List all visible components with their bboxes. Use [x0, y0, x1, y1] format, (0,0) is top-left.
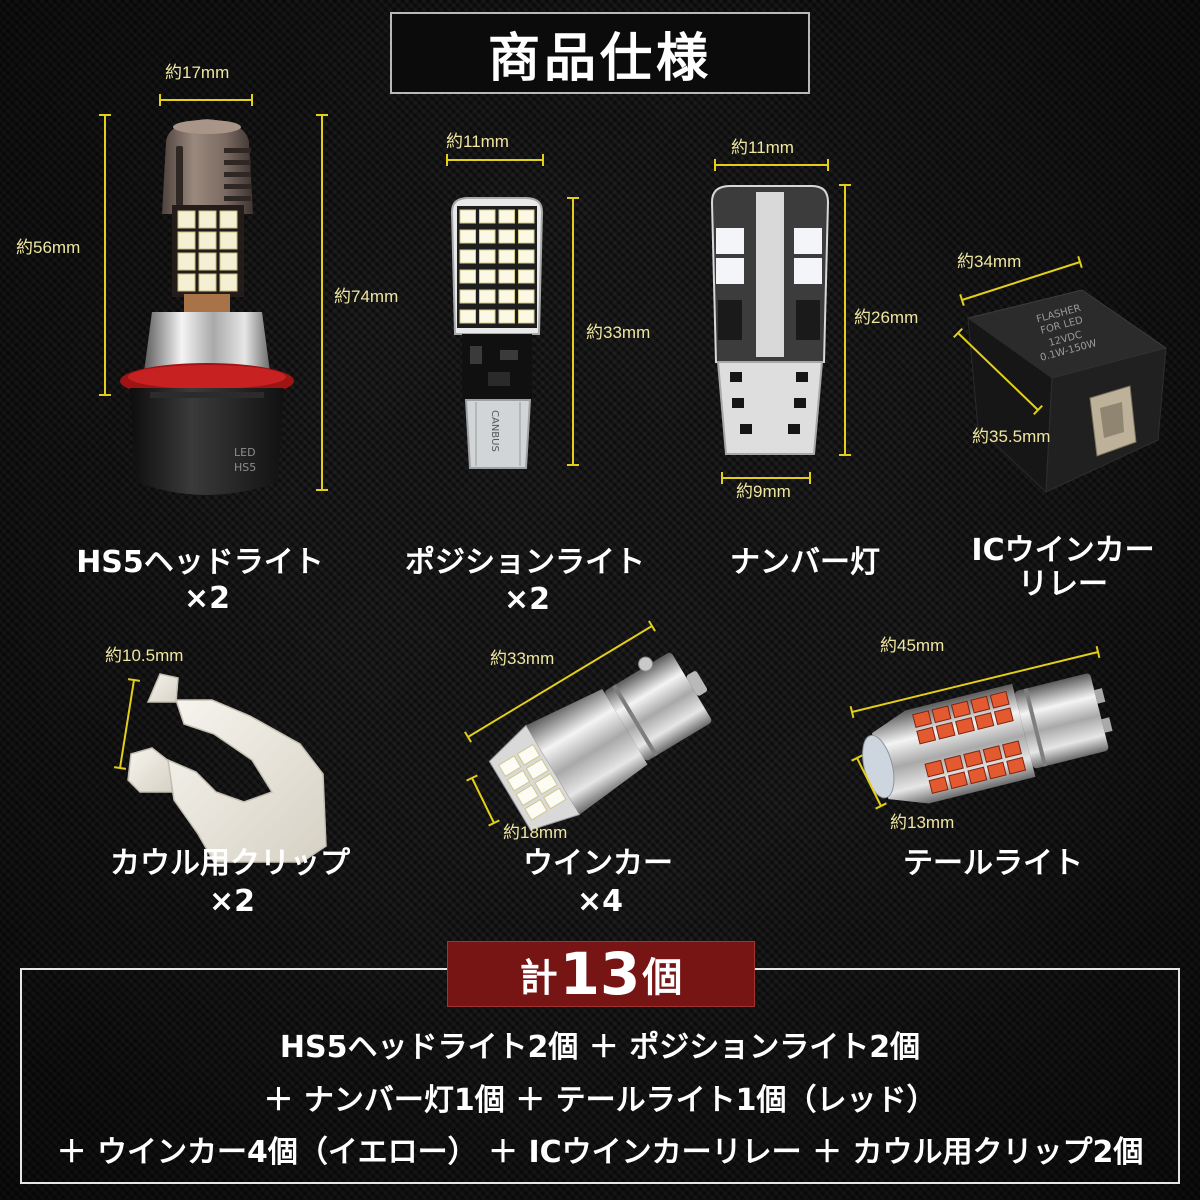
headlight-marking-hs5: HS5: [234, 461, 256, 474]
dim-label-headlight-width: 約17mm: [165, 63, 230, 82]
number-light-image: [710, 185, 830, 455]
dim-label-headlight-body: 約56mm: [16, 238, 81, 257]
position-light-image: CANBUS: [450, 197, 544, 469]
product-name-tail: テールライト: [903, 846, 1083, 881]
dim-label-relay-width: 約34mm: [957, 252, 1022, 271]
tail-light-bulb-image: [862, 673, 1113, 804]
dim-label-number-base: 約9mm: [736, 482, 791, 501]
position-marking-canbus: CANBUS: [489, 410, 500, 452]
dim-line-headlight-total: [316, 114, 328, 491]
product-name-relay-line1: ICウインカー: [971, 533, 1155, 568]
dim-label-winker-diameter: 約18mm: [503, 823, 568, 842]
cowl-clip-image: [127, 673, 327, 863]
dim-label-clip-width: 約10.5mm: [105, 646, 184, 665]
dim-label-tail-diameter: 約13mm: [890, 813, 955, 832]
dim-label-winker-length: 約33mm: [490, 649, 555, 668]
dim-line-headlight-body: [99, 114, 111, 396]
product-qty-winker: ×4: [576, 884, 623, 919]
ic-relay-image: FLASHER FOR LED 12VDC 0.1W-150W: [966, 289, 1168, 494]
product-qty-headlight: ×2: [183, 581, 230, 616]
dim-label-number-height: 約26mm: [854, 308, 919, 327]
product-name-position: ポジションライト: [405, 545, 645, 580]
dim-label-tail-length: 約45mm: [880, 636, 945, 655]
dim-line-tail-diameter: [851, 754, 887, 810]
summary-line-3: ＋ ウインカー4個（イエロー） ＋ ICウインカーリレー ＋ カウル用クリップ2…: [56, 1135, 1144, 1170]
total-unit: 個: [642, 955, 683, 1001]
dim-line-position-height: [567, 197, 579, 466]
dim-line-winker-diameter: [466, 774, 500, 827]
product-name-number: ナンバー灯: [730, 545, 880, 580]
dim-line-tail-length: [849, 645, 1101, 719]
dim-label-number-width: 約11mm: [731, 138, 794, 157]
dim-line-number-height: [839, 184, 851, 456]
dim-label-position-height: 約33mm: [586, 323, 651, 342]
hs5-headlight-image: LED HS5: [120, 119, 294, 495]
dim-line-number-base: [721, 472, 811, 484]
product-qty-position: ×2: [503, 582, 550, 617]
dim-line-headlight-width: [159, 94, 253, 106]
dim-line-clip-width: [113, 678, 141, 770]
dim-line-winker-length: [464, 620, 656, 743]
dim-label-relay-depth: 約35.5mm: [972, 427, 1051, 446]
dim-line-number-width: [714, 159, 829, 171]
dim-line-position-width: [446, 154, 544, 166]
dim-label-headlight-total: 約74mm: [334, 287, 399, 306]
product-qty-clip: ×2: [208, 884, 255, 919]
dim-line-relay-width: [959, 255, 1083, 307]
summary-line-1: HS5ヘッドライト2個 ＋ ポジションライト2個: [279, 1030, 921, 1065]
headlight-marking-led: LED: [234, 446, 256, 459]
total-prefix: 計: [519, 955, 558, 1000]
total-count: 13: [559, 940, 641, 1008]
title-box: 商品仕様: [390, 12, 810, 94]
summary-line-2: ＋ ナンバー灯1個 ＋ テールライト1個（レッド）: [263, 1083, 937, 1118]
product-name-clip: カウル用クリップ: [110, 846, 350, 881]
dim-line-relay-depth: [953, 328, 1043, 415]
product-name-winker: ウインカー: [523, 846, 673, 881]
dimension-lines: [99, 94, 1101, 827]
page-title: 商品仕様: [487, 28, 712, 89]
product-name-relay-line2: リレー: [1018, 567, 1108, 602]
product-name-headlight: HS5ヘッドライト: [76, 545, 324, 580]
winker-bulb-image: [488, 652, 712, 831]
dim-label-position-width: 約11mm: [446, 132, 509, 151]
total-count-badge: 計 13 個: [447, 941, 755, 1007]
